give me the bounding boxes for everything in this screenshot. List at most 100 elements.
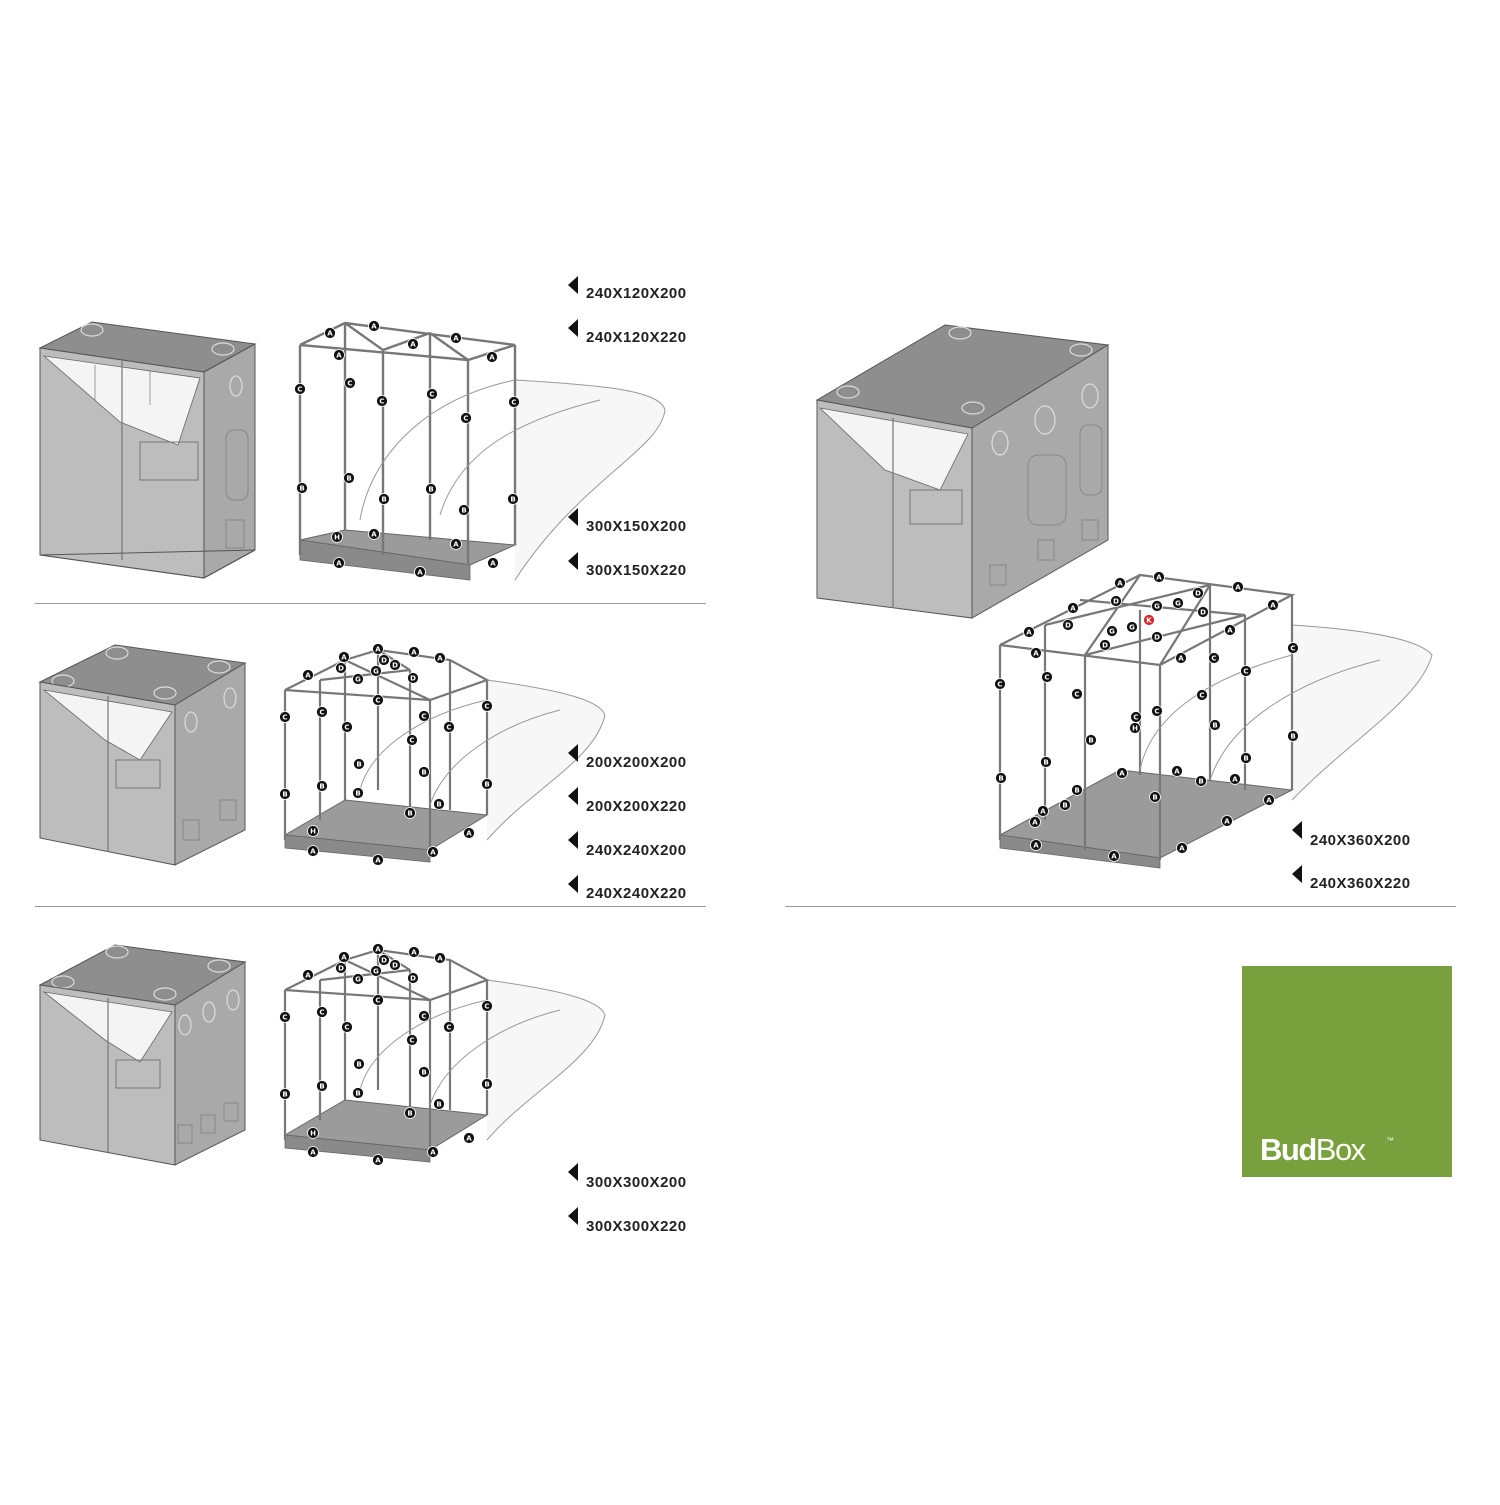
part-badge-a: A <box>1108 850 1120 862</box>
part-badge-b: B <box>425 483 437 495</box>
svg-text:D: D <box>381 657 387 665</box>
part-badge-d: D <box>1099 639 1111 651</box>
part-badge-b: B <box>418 766 430 778</box>
part-badge-b: B <box>1149 791 1161 803</box>
svg-text:K: K <box>1146 617 1152 625</box>
part-badge-a: A <box>1029 816 1041 828</box>
size-label-row1-1: 240X120X220 <box>586 329 687 346</box>
arrow-icon <box>568 1163 578 1181</box>
size-label-large-0: 240X360X200 <box>1310 832 1411 849</box>
svg-text:B: B <box>346 475 351 483</box>
svg-text:C: C <box>484 703 489 711</box>
svg-text:C: C <box>429 391 434 399</box>
part-badge-g: G <box>1126 621 1138 633</box>
svg-text:A: A <box>305 972 311 980</box>
part-badge-a: A <box>486 351 498 363</box>
svg-text:A: A <box>341 654 347 662</box>
svg-text:A: A <box>466 830 472 838</box>
svg-text:B: B <box>428 486 433 494</box>
svg-text:G: G <box>1109 628 1115 636</box>
part-badge-a: A <box>1023 626 1035 638</box>
part-badge-h: H <box>1129 722 1141 734</box>
svg-text:B: B <box>436 1101 441 1109</box>
svg-text:B: B <box>407 1110 412 1118</box>
part-badge-c: C <box>443 721 455 733</box>
part-badge-d: D <box>378 654 390 666</box>
svg-text:B: B <box>319 783 324 791</box>
svg-text:A: A <box>1026 629 1032 637</box>
part-badge-c: C <box>994 678 1006 690</box>
part-badge-c: C <box>1287 642 1299 654</box>
part-badge-a: A <box>1153 571 1165 583</box>
svg-text:C: C <box>1211 655 1216 663</box>
svg-text:G: G <box>1129 624 1135 632</box>
arrow-icon <box>568 552 578 570</box>
part-badge-h: H <box>307 1127 319 1139</box>
svg-text:C: C <box>1199 692 1204 700</box>
svg-text:G: G <box>1154 603 1160 611</box>
svg-text:G: G <box>373 668 379 676</box>
part-badge-b: B <box>481 1078 493 1090</box>
svg-text:C: C <box>282 714 287 722</box>
part-badge-b: B <box>1059 799 1071 811</box>
part-badge-a: A <box>372 943 384 955</box>
part-badge-d: D <box>407 972 419 984</box>
svg-text:A: A <box>410 341 416 349</box>
part-badge-a: A <box>450 332 462 344</box>
svg-text:C: C <box>1074 691 1079 699</box>
part-badge-c: C <box>279 1011 291 1023</box>
svg-text:G: G <box>355 676 361 684</box>
part-badge-a: A <box>302 969 314 981</box>
part-badge-c: C <box>406 1034 418 1046</box>
part-badge-a: A <box>333 557 345 569</box>
arrow-icon <box>568 319 578 337</box>
svg-text:G: G <box>355 976 361 984</box>
part-badge-b: B <box>352 787 364 799</box>
part-badge-a: A <box>1067 602 1079 614</box>
svg-text:B: B <box>282 791 287 799</box>
part-badge-a: A <box>1221 815 1233 827</box>
svg-text:A: A <box>371 531 377 539</box>
part-badge-c: C <box>376 395 388 407</box>
svg-text:H: H <box>310 1130 316 1138</box>
svg-text:A: A <box>453 335 459 343</box>
part-badge-h: H <box>331 531 343 543</box>
tent-illustration-row2 <box>38 644 247 866</box>
part-badge-a: A <box>408 646 420 658</box>
svg-text:B: B <box>484 1081 489 1089</box>
svg-text:C: C <box>319 709 324 717</box>
part-badge-b: B <box>507 493 519 505</box>
part-badge-a: A <box>427 846 439 858</box>
svg-text:A: A <box>1178 655 1184 663</box>
logo-regular: Box <box>1315 1132 1366 1167</box>
svg-text:B: B <box>421 1069 426 1077</box>
svg-text:C: C <box>1290 645 1295 653</box>
part-badge-b: B <box>418 1066 430 1078</box>
part-badge-a: A <box>463 827 475 839</box>
part-badge-c: C <box>460 412 472 424</box>
svg-text:B: B <box>319 1083 324 1091</box>
svg-text:B: B <box>381 496 386 504</box>
svg-text:A: A <box>437 955 443 963</box>
part-badge-b: B <box>343 472 355 484</box>
arrow-icon <box>568 1207 578 1225</box>
svg-text:C: C <box>511 399 516 407</box>
size-label-row2-3: 240X240X220 <box>586 885 687 902</box>
logo-bold: Bud <box>1260 1132 1317 1167</box>
svg-text:A: A <box>417 569 423 577</box>
svg-text:A: A <box>490 560 496 568</box>
part-badge-c: C <box>1151 705 1163 717</box>
svg-text:B: B <box>1043 759 1048 767</box>
svg-text:D: D <box>1195 590 1201 598</box>
arrow-icon <box>568 787 578 805</box>
part-badge-b: B <box>378 493 390 505</box>
svg-text:B: B <box>484 781 489 789</box>
svg-text:B: B <box>407 810 412 818</box>
part-badge-c: C <box>418 710 430 722</box>
part-badge-b: B <box>433 1098 445 1110</box>
svg-text:A: A <box>371 323 377 331</box>
